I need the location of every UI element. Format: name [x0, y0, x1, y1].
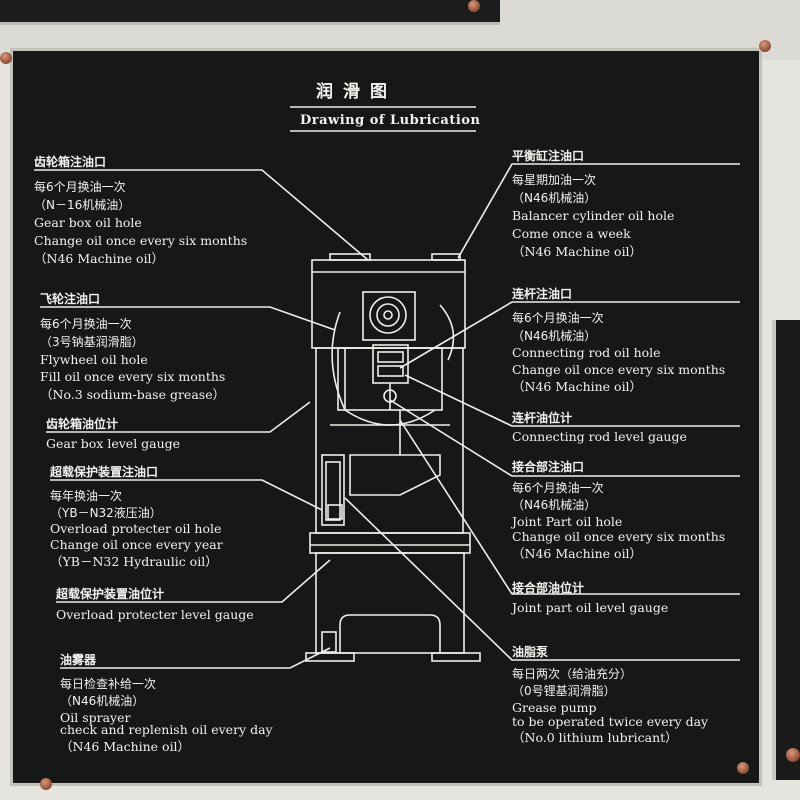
label-grease-pump-interval-en: to be operated twice every day [512, 714, 709, 729]
label-overload-level-en: Overload protecter level gauge [56, 607, 254, 622]
label-conrod-oil-hole-en: Connecting rod oil hole [512, 345, 661, 360]
label-conrod-oil-en: （N46 Machine oil） [512, 379, 643, 394]
rivet [468, 0, 480, 12]
label-grease-pump-grease-cn: （0号锂基润滑脂） [512, 684, 616, 698]
label-conrod-level-cn: 连杆油位计 [512, 411, 573, 425]
label-gearbox-oil-cn: （N－16机械油） [34, 198, 131, 212]
label-grease-pump-interval-cn: 每日两次（给油充分） [512, 667, 633, 681]
rivet [737, 762, 749, 774]
label-joint-interval-cn: 每6个月换油一次 [512, 481, 604, 495]
label-gearbox-interval-en: Change oil once every six months [34, 233, 248, 248]
label-gearbox-level-en: Gear box level gauge [46, 436, 181, 451]
label-flywheel-oil-hole-en: Flywheel oil hole [40, 352, 148, 367]
label-balancer-oil-hole-cn: 平衡缸注油口 [512, 149, 585, 163]
rivet [40, 778, 52, 790]
label-overload-oil-hole-en: Overload protecter oil hole [50, 521, 222, 536]
label-gearbox-interval-cn: 每6个月换油一次 [34, 180, 126, 194]
label-balancer-interval-en: Come once a week [512, 226, 631, 241]
plate-title: 润滑图 [316, 82, 397, 102]
label-joint-level-en: Joint part oil level gauge [512, 600, 669, 615]
label-overload-oil-cn: （YB－N32液压油） [50, 506, 162, 520]
label-balancer-oil-cn: （N46机械油） [512, 191, 597, 205]
adjacent-plate-top [0, 0, 500, 25]
label-grease-pump-en: Grease pump [512, 700, 597, 715]
label-conrod-interval-en: Change oil once every six months [512, 362, 726, 377]
label-joint-oil-hole-en: Joint Part oil hole [512, 514, 623, 529]
label-grease-pump-cn: 油脂泵 [512, 645, 549, 659]
label-joint-oil-en: （N46 Machine oil） [512, 546, 643, 561]
label-oil-sprayer-oil-en: （N46 Machine oil） [60, 739, 191, 754]
label-overload-oil-hole-cn: 超载保护装置注油口 [50, 465, 159, 479]
label-conrod-interval-cn: 每6个月换油一次 [512, 311, 604, 325]
label-balancer-interval-cn: 每星期加油一次 [512, 173, 597, 187]
rivet [759, 40, 771, 52]
label-gearbox-oil-hole-cn: 齿轮箱注油口 [34, 155, 107, 169]
rivet [786, 748, 800, 762]
label-gearbox-oil-en: （N46 Machine oil） [34, 251, 165, 266]
rivet [0, 52, 12, 64]
label-oil-sprayer-en: Oil sprayer [60, 710, 131, 725]
lubrication-plate [10, 48, 762, 786]
label-overload-interval-en: Change oil once every year [50, 537, 223, 552]
label-flywheel-interval-cn: 每6个月换油一次 [40, 317, 132, 331]
label-oil-sprayer-interval-en: check and replenish oil every day [60, 722, 273, 737]
label-joint-level-cn: 接合部油位计 [512, 581, 585, 595]
label-overload-oil-en: （YB－N32 Hydraulic oil） [50, 554, 218, 569]
label-gearbox-oil-hole-en: Gear box oil hole [34, 215, 142, 230]
label-joint-oil-cn: （N46机械油） [512, 498, 597, 512]
label-gearbox-level-cn: 齿轮箱油位计 [46, 417, 119, 431]
label-flywheel-grease-cn: （3号钠基润滑脂） [40, 335, 144, 349]
label-joint-oil-hole-cn: 接合部注油口 [512, 460, 585, 474]
label-flywheel-oil-hole-cn: 飞轮注油口 [40, 292, 101, 306]
label-flywheel-grease-en: （No.3 sodium-base grease） [40, 387, 226, 402]
label-oil-sprayer-cn: 油雾器 [60, 653, 97, 667]
label-balancer-oil-en: （N46 Machine oil） [512, 244, 643, 259]
adjacent-plate-right [772, 320, 800, 780]
label-joint-interval-en: Change oil once every six months [512, 529, 726, 544]
label-oil-sprayer-interval-cn: 每日检查补给一次 [60, 677, 157, 691]
label-flywheel-interval-en: Fill oil once every six months [40, 369, 226, 384]
plate-subtitle: Drawing of Lubrication [300, 113, 481, 128]
label-conrod-level-en: Connecting rod level gauge [512, 429, 687, 444]
label-overload-level-cn: 超载保护装置油位计 [56, 587, 165, 601]
label-conrod-oil-hole-cn: 连杆注油口 [512, 287, 573, 301]
label-balancer-oil-hole-en: Balancer cylinder oil hole [512, 208, 675, 223]
label-conrod-oil-cn: （N46机械油） [512, 329, 597, 343]
label-overload-interval-cn: 每年换油一次 [50, 489, 123, 503]
label-oil-sprayer-oil-cn: （N46机械油） [60, 694, 145, 708]
label-grease-pump-grease-en: （No.0 lithium lubricant） [512, 730, 678, 745]
